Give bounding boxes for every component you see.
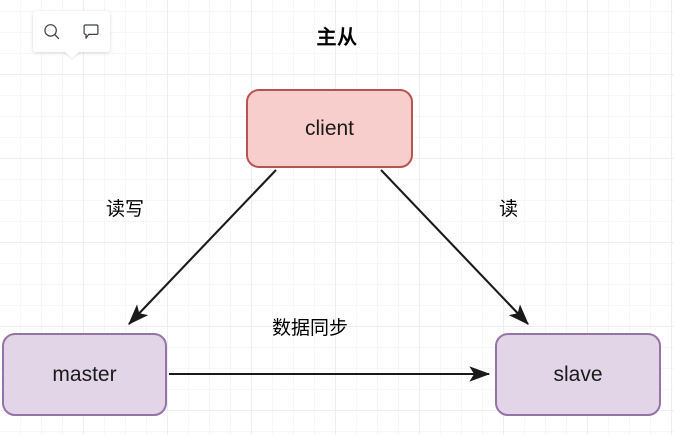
toolbar-pointer-tail [64,51,80,58]
node-client[interactable]: client [246,89,413,168]
edge-client-master [128,169,277,325]
comment-button[interactable] [78,19,104,45]
node-slave[interactable]: slave [495,333,661,416]
diagram-title: 主从 [316,27,358,49]
edge-label-client-master: 读写 [106,199,145,220]
floating-toolbar[interactable] [33,11,110,52]
node-client-label: client [304,116,355,140]
edge-label-client-slave: 读 [499,199,519,220]
node-slave-label: slave [553,362,603,386]
node-master-label: master [52,362,117,386]
search-icon [42,22,62,42]
edge-client-slave [380,169,529,325]
search-button[interactable] [39,19,65,45]
comment-icon [81,22,101,42]
node-master[interactable]: master [2,333,167,416]
edge-label-master-slave: 数据同步 [272,318,349,339]
